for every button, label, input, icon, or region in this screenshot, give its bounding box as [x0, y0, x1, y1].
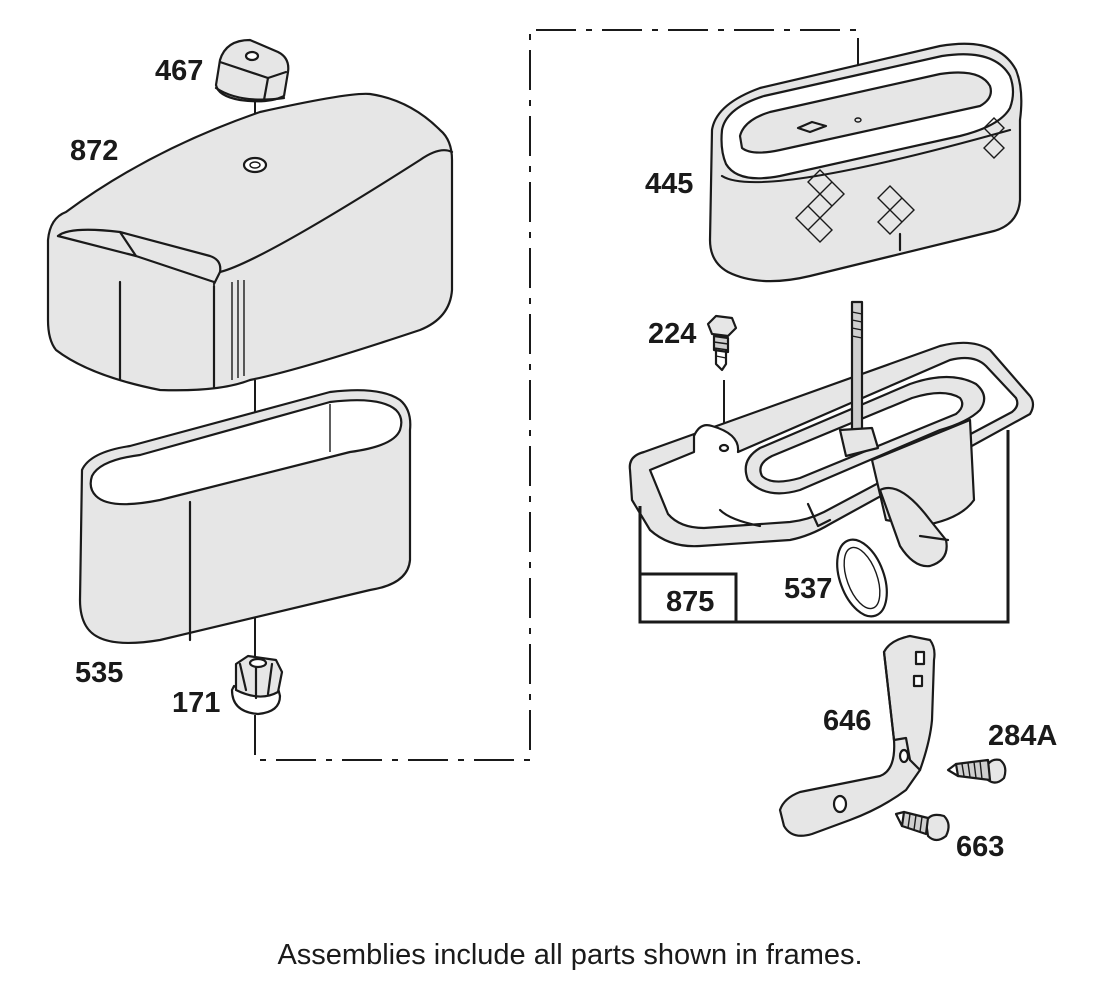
label-445: 445 [645, 168, 693, 200]
label-171: 171 [172, 687, 220, 719]
part-224-screw [706, 314, 738, 372]
label-646: 646 [823, 705, 871, 737]
part-284A-screw [946, 758, 1007, 784]
assembly-connector-line [254, 29, 859, 761]
assembly-frame-875 [638, 430, 1010, 624]
label-284A: 284A [988, 720, 1057, 752]
part-646-bracket [778, 634, 936, 837]
label-535: 535 [75, 657, 123, 689]
part-171-grommet [230, 654, 284, 716]
label-872: 872 [70, 135, 118, 167]
label-875: 875 [666, 586, 714, 618]
filter-pattern [795, 117, 1005, 243]
part-537-gasket [836, 538, 888, 618]
part-535-precleaner [78, 389, 412, 645]
part-875-base [628, 300, 1035, 568]
part-872-cover [46, 92, 454, 392]
part-467-knob [214, 38, 290, 103]
label-537: 537 [784, 573, 832, 605]
label-224: 224 [648, 318, 696, 350]
label-663: 663 [956, 831, 1004, 863]
label-box-875 [638, 572, 738, 624]
part-445-filter [708, 42, 1023, 283]
part-663-screw [894, 810, 950, 842]
label-467: 467 [155, 55, 203, 87]
footnote: Assemblies include all parts shown in fr… [277, 939, 862, 971]
